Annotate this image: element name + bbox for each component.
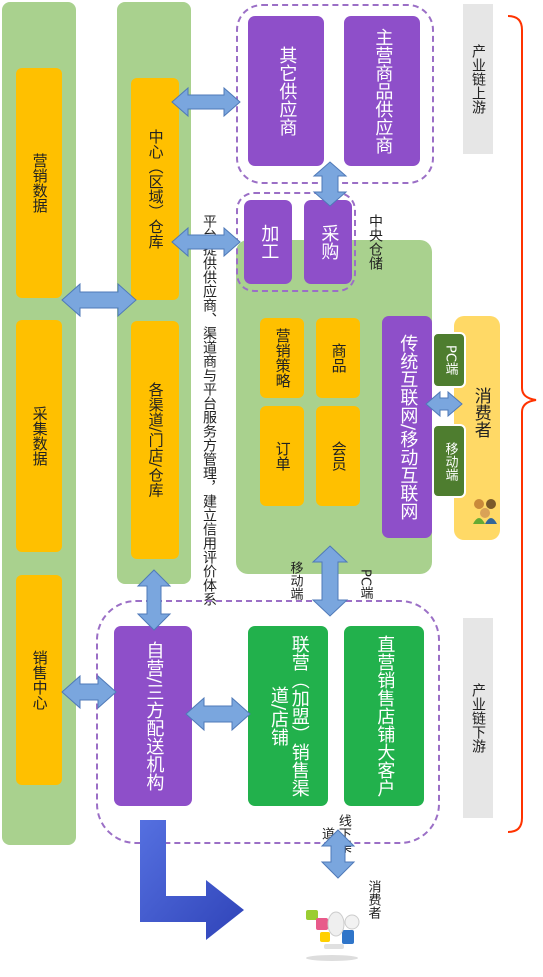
sales-center-box: 销售中心 xyxy=(16,575,62,785)
marketing-strategy-module: 营销策略 xyxy=(260,318,304,398)
mobile-endpoint-box[interactable]: 移动端 xyxy=(432,424,466,498)
channel-store-warehouse-box: 各渠道/门店/仓库 xyxy=(131,321,179,559)
central-warehouse-label: 中央仓储 xyxy=(367,214,384,270)
sales-delivery-link-arrow xyxy=(61,674,117,710)
warehouse-supplier-link-arrow xyxy=(171,86,241,118)
consumer-figure-icon xyxy=(302,900,364,962)
delivery-franchise-link-arrow xyxy=(185,696,251,732)
marketing-data-box: 营销数据 xyxy=(16,68,62,298)
consumer-title: 消费者 xyxy=(470,386,491,438)
collected-data-box: 采集数据 xyxy=(16,320,62,552)
purchase-box: 采购 xyxy=(304,200,352,284)
franchise-channel-box: 联营（加盟）销售渠道/店铺 xyxy=(248,626,328,806)
supplier-purchase-link-arrow xyxy=(312,161,348,207)
central-downstream-link-arrow xyxy=(311,545,349,617)
upstream-band-label: 产业链上游 xyxy=(463,4,493,154)
pc-connector-label: PC端 xyxy=(357,569,373,599)
end-consumer-label: 消费者 xyxy=(365,879,381,919)
mobile-connector-label: 移动端 xyxy=(287,560,303,600)
consumer-group-icon xyxy=(470,494,500,526)
warehouse-processing-link-arrow xyxy=(171,226,241,258)
outflow-bent-arrow xyxy=(140,820,244,940)
main-supplier-box: 主营商品供应商 xyxy=(344,16,420,166)
other-supplier-box: 其它供应商 xyxy=(248,16,324,166)
pc-endpoint-box[interactable]: PC端 xyxy=(432,332,466,388)
direct-store-box: 直营销售店铺大客户 xyxy=(344,626,424,806)
platform-description: 平台提供供应商、渠道商与平台服务方管理，建立信用评价体系 xyxy=(201,214,218,606)
processing-box: 加工 xyxy=(244,200,292,284)
downstream-group xyxy=(96,600,440,844)
internet-channel-box: 传统互联网/移动互联网 xyxy=(382,316,432,538)
offline-consumer-link-arrow xyxy=(320,829,356,879)
data-warehouse-link-arrow xyxy=(61,282,137,318)
order-module: 订单 xyxy=(260,406,304,506)
internet-consumer-link-arrow xyxy=(425,390,463,418)
central-regional-warehouse-box: 中心（区域）仓库 xyxy=(131,78,179,300)
warehouse-delivery-link-arrow xyxy=(136,569,172,631)
industry-chain-bracket xyxy=(507,15,537,833)
downstream-band-label: 产业链下游 xyxy=(463,618,493,818)
product-module: 商品 xyxy=(316,318,360,398)
member-module: 会员 xyxy=(316,406,360,506)
delivery-agency-box: 自营/三方配送机构 xyxy=(114,626,192,806)
